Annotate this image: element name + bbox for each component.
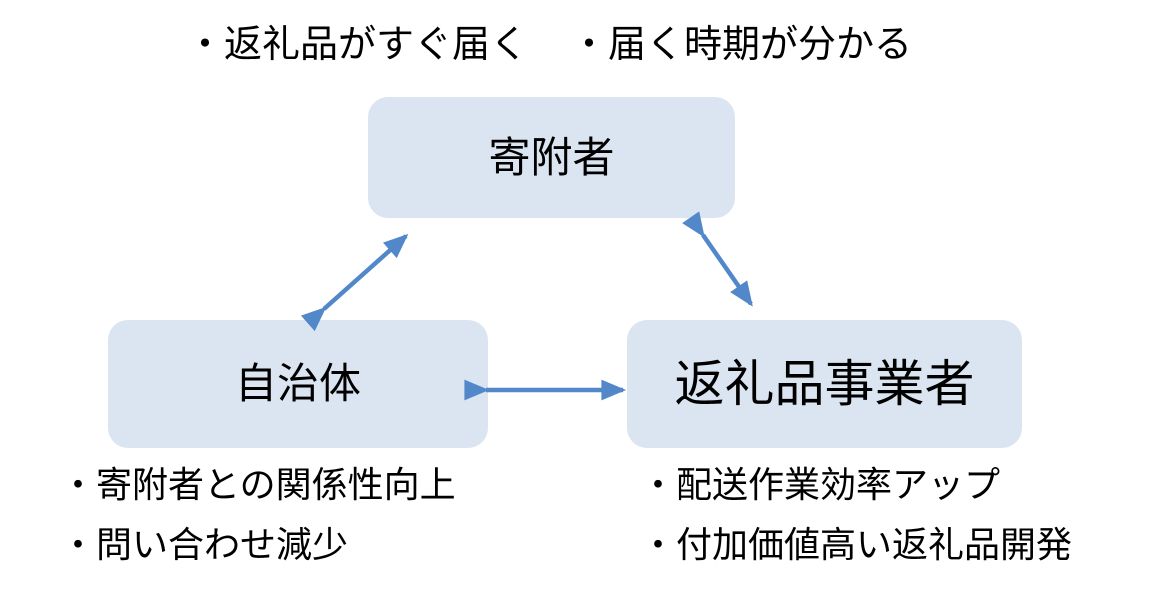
node-gift-provider: 返礼品事業者 xyxy=(627,320,1022,448)
municipality-benefit-note-fewer-inquiries: ・問い合わせ減少 xyxy=(60,525,349,565)
provider-benefit-note-value-added-gifts: ・付加価値高い返礼品開発 xyxy=(640,525,1073,565)
arrow-donor-gift-provider xyxy=(682,211,753,307)
node-municipality-label: 自治体 xyxy=(234,360,361,407)
municipality-benefit-notes: ・寄附者との関係性向上 ・問い合わせ減少 xyxy=(60,455,456,575)
arrow-donor-municipality xyxy=(300,233,409,332)
node-municipality: 自治体 xyxy=(108,320,488,448)
node-donor: 寄附者 xyxy=(368,97,735,218)
node-donor-label: 寄附者 xyxy=(488,133,615,181)
node-gift-provider-label: 返礼品事業者 xyxy=(674,356,975,412)
municipality-benefit-note-donor-relations: ・寄附者との関係性向上 xyxy=(60,465,456,505)
donor-benefit-note-delivery-time-known: ・届く時期が分かる xyxy=(570,24,913,66)
donor-benefit-notes: ・返礼品がすぐ届く・届く時期が分かる xyxy=(186,25,912,65)
provider-benefit-notes: ・配送作業効率アップ ・付加価値高い返礼品開発 xyxy=(640,455,1072,575)
donor-benefit-note-gift-arrives-quickly: ・返礼品がすぐ届く xyxy=(186,24,529,66)
provider-benefit-note-delivery-efficiency: ・配送作業効率アップ xyxy=(640,465,1001,505)
